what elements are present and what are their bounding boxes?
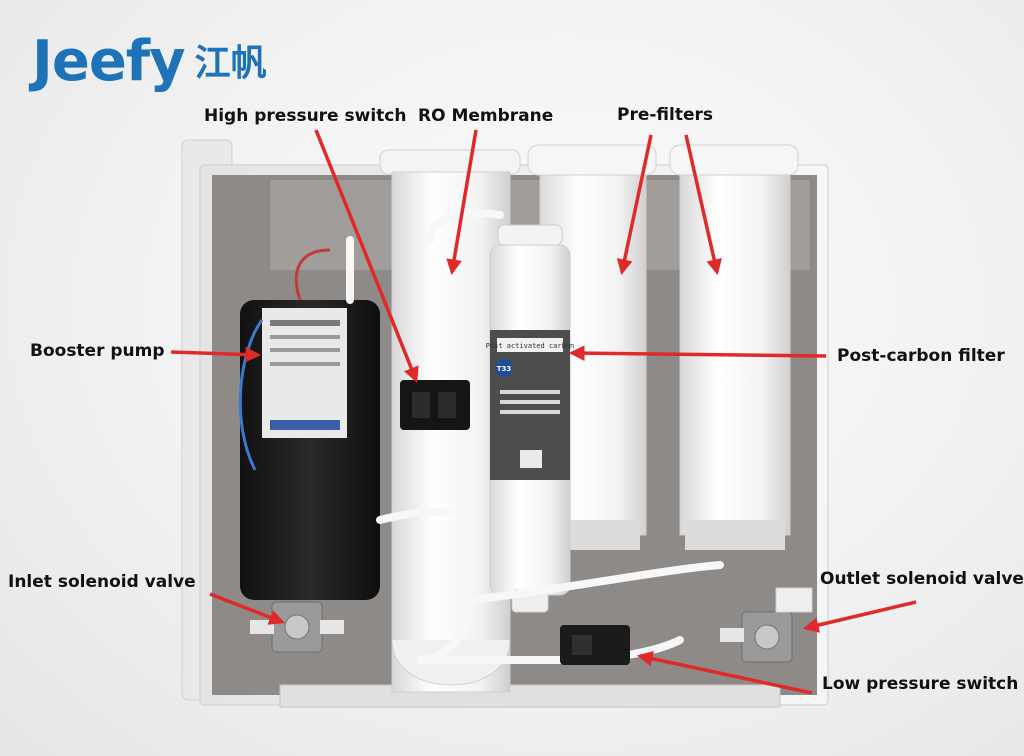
annotation-arrows	[170, 129, 917, 695]
booster-pump-body	[238, 248, 380, 600]
red-arrow-icon	[314, 129, 419, 383]
red-arrow-icon	[802, 600, 917, 633]
label-outlet-solenoid-valve: Outlet solenoid valve	[820, 569, 1024, 589]
label-low-pressure-switch: Low pressure switch	[822, 674, 1019, 694]
label-post-carbon-filter: Post-carbon filter	[837, 346, 1005, 366]
label-pre-filters: Pre-filters	[617, 105, 714, 125]
label-high-pressure-switch: High pressure switch	[204, 106, 407, 126]
label-booster-pump: Booster pump	[30, 341, 165, 361]
high-pressure-switch-body	[400, 380, 470, 430]
red-arrow-icon	[209, 592, 285, 625]
red-arrow-icon	[636, 650, 813, 695]
pre-filter-2	[669, 144, 799, 550]
red-arrow-icon	[568, 345, 827, 362]
red-arrow-icon	[616, 134, 653, 276]
sticker-line: Post activated carbon	[486, 342, 575, 350]
sticker-model: T33	[497, 365, 512, 373]
post-carbon-filter-body: Post activated carbon T33	[486, 224, 575, 613]
label-ro-membrane: RO Membrane	[418, 106, 554, 126]
outlet-solenoid-valve-body	[720, 587, 813, 663]
red-arrow-icon	[684, 134, 722, 276]
label-inlet-solenoid-valve: Inlet solenoid valve	[8, 572, 196, 592]
brand-latin: Jeefy	[32, 29, 186, 94]
brand-cjk: 江帆	[194, 43, 267, 85]
low-pressure-switch-body	[560, 625, 630, 665]
brand-logo: Jeefy 江帆	[32, 34, 267, 90]
red-arrow-icon	[170, 346, 262, 363]
red-arrow-icon	[446, 129, 478, 276]
